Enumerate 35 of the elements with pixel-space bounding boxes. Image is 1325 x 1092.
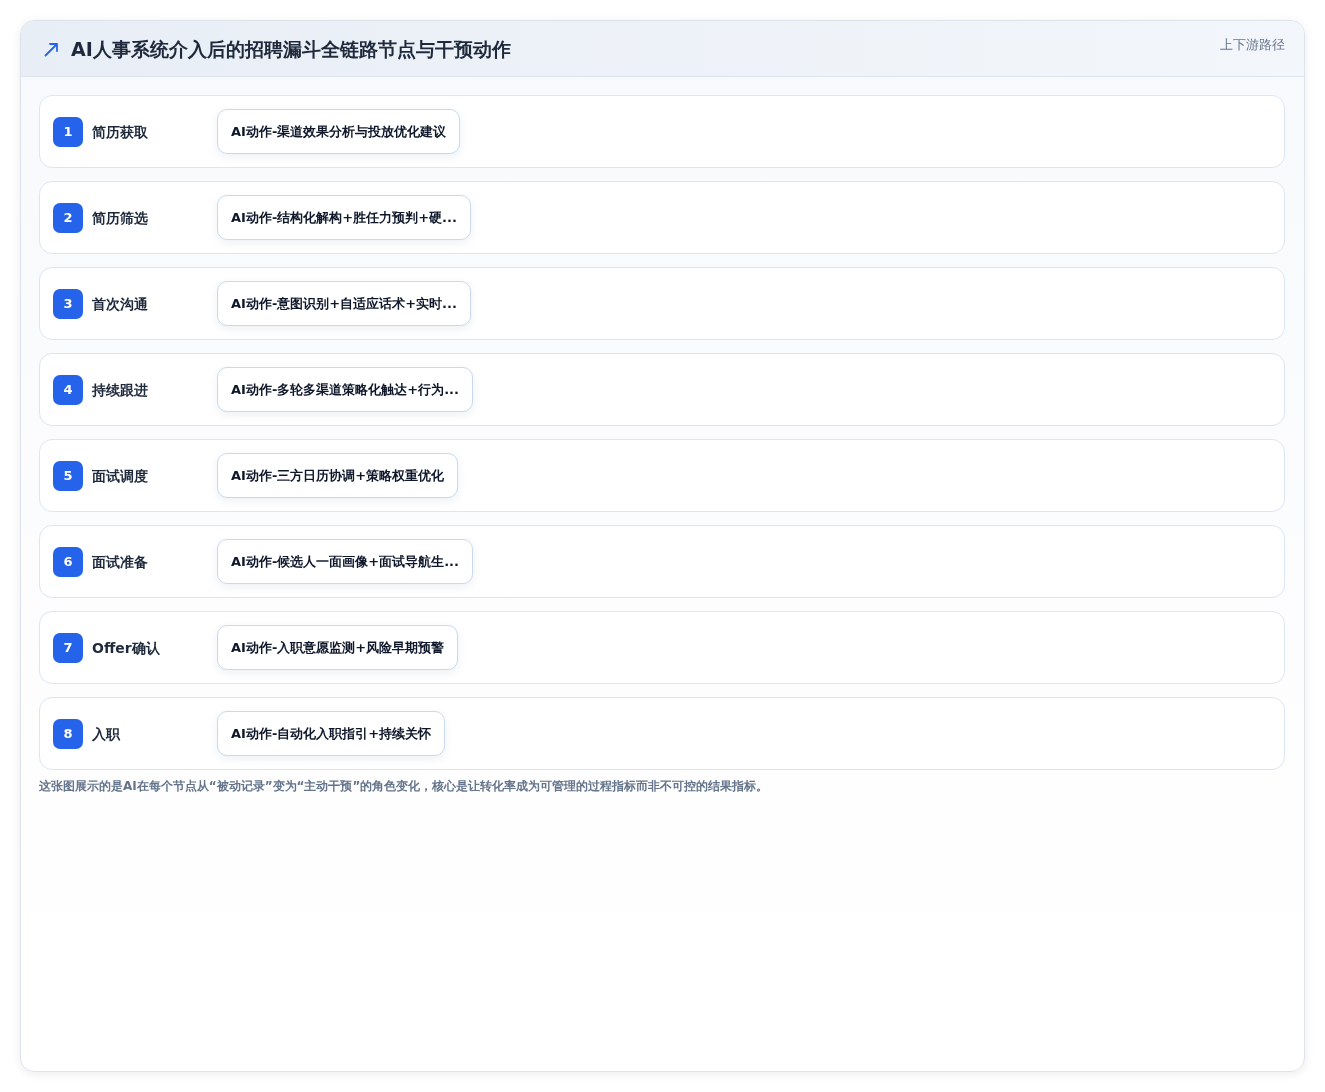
step-number: 4 bbox=[53, 375, 83, 405]
stage-name: Offer确认 bbox=[92, 639, 160, 658]
ai-action-box: AI动作-渠道效果分析与投放优化建议 bbox=[217, 109, 461, 154]
ai-action-box: AI动作-结构化解构+胜任力预判+硬... bbox=[217, 195, 471, 240]
stage-name: 简历筛选 bbox=[92, 209, 148, 228]
stage-name: 面试调度 bbox=[92, 467, 148, 486]
step-number: 3 bbox=[53, 289, 83, 319]
ai-action-box: AI动作-入职意愿监测+风险早期预警 bbox=[217, 625, 459, 670]
step-number: 5 bbox=[53, 461, 83, 491]
stage-name: 入职 bbox=[92, 725, 120, 744]
ai-action-box: AI动作-候选人一面画像+面试导航生... bbox=[217, 539, 473, 584]
stage-row bbox=[39, 353, 1285, 426]
title: AI人事系统介入后的招聘漏斗全链路节点与干预动作 bbox=[71, 37, 511, 61]
step-number: 2 bbox=[53, 203, 83, 233]
stage-row bbox=[39, 439, 1285, 512]
step-number: 7 bbox=[53, 633, 83, 663]
stage-row bbox=[39, 525, 1285, 598]
stage-row bbox=[39, 697, 1285, 770]
stage-row bbox=[39, 95, 1285, 168]
caption: 这张图展示的是AI在每个节点从“被动记录”变为“主动干预”的角色变化，核心是让转化率成为可管理的过程指标而非不可控的结果指标。 bbox=[39, 778, 769, 795]
step-number: 1 bbox=[53, 117, 83, 147]
stage-name: 持续跟进 bbox=[92, 381, 148, 400]
stage-row bbox=[39, 267, 1285, 340]
stage-name: 面试准备 bbox=[92, 553, 148, 572]
stage-name: 简历获取 bbox=[92, 123, 148, 142]
stage-row bbox=[39, 611, 1285, 684]
stage-row bbox=[39, 181, 1285, 254]
stage-name: 首次沟通 bbox=[92, 295, 148, 314]
ai-action-box: AI动作-多轮多渠道策略化触达+行为... bbox=[217, 367, 473, 412]
ai-action-box: AI动作-三方日历协调+策略权重优化 bbox=[217, 453, 459, 498]
step-number: 6 bbox=[53, 547, 83, 577]
ai-action-box: AI动作-自动化入职指引+持续关怀 bbox=[217, 711, 446, 756]
path-label: 上下游路径 bbox=[1220, 36, 1285, 54]
step-number: 8 bbox=[53, 719, 83, 749]
ai-action-box: AI动作-意图识别+自适应话术+实时... bbox=[217, 281, 471, 326]
